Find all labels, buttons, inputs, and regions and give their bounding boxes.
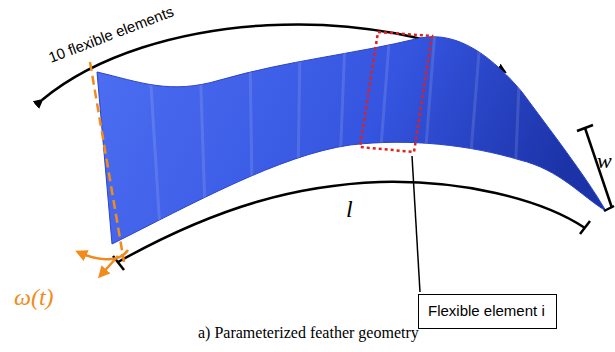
rotation-axis bbox=[90, 62, 124, 262]
callout-box: Flexible element i bbox=[418, 294, 557, 329]
span-label: 10 flexible elements bbox=[46, 2, 176, 65]
leader-line bbox=[412, 156, 420, 292]
figure-caption: a) Parameterized feather geometry bbox=[198, 324, 419, 342]
length-label: l bbox=[346, 196, 353, 223]
feather-band bbox=[97, 37, 606, 244]
callout-text: Flexible element i bbox=[428, 302, 547, 319]
length-arc bbox=[118, 182, 585, 262]
element-highlight bbox=[360, 32, 432, 152]
width-label: w bbox=[597, 148, 612, 174]
rotation-label: ω(t) bbox=[14, 284, 54, 311]
element-dividers bbox=[150, 30, 520, 230]
rotation-arrow bbox=[78, 250, 128, 259]
width-bracket bbox=[585, 128, 612, 208]
